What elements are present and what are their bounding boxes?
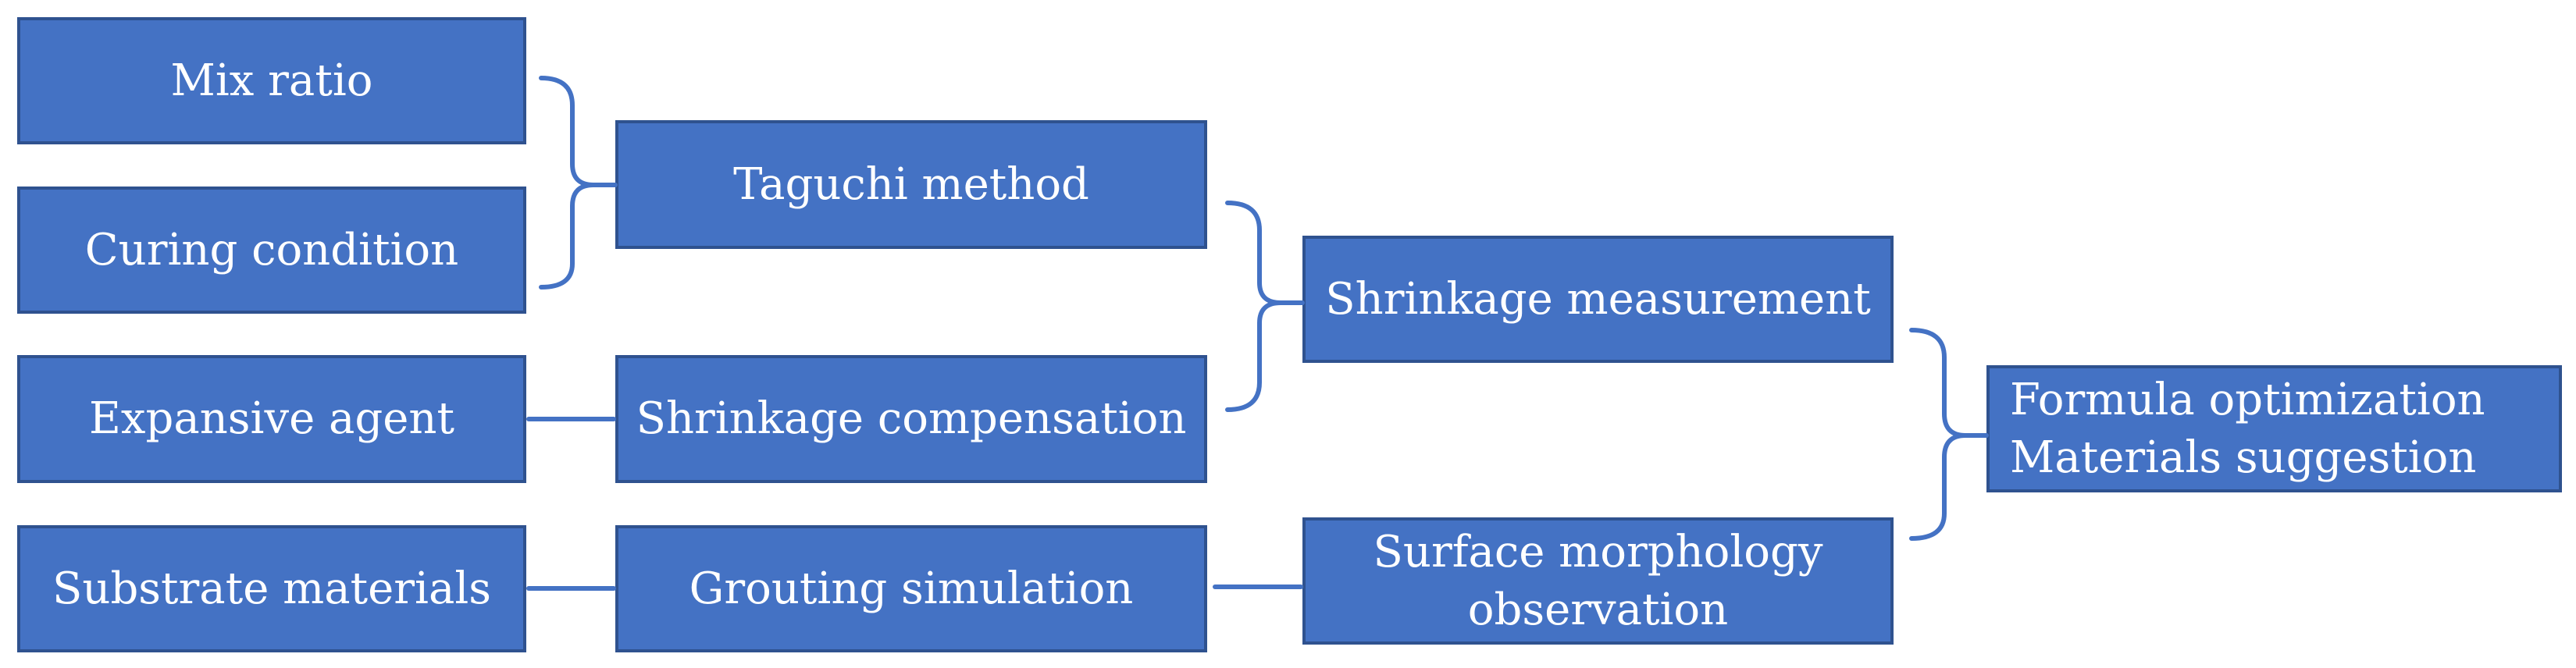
- curing-condition-label: Curing condition: [84, 224, 459, 275]
- outcome-box: Formula optimization Materials suggestio…: [1986, 365, 2562, 492]
- bracket-to-outcome: [1909, 328, 1968, 541]
- taguchi-method-box: Taguchi method: [615, 120, 1207, 249]
- grouting-simulation-label: Grouting simulation: [689, 563, 1134, 614]
- substrate-materials-box: Substrate materials: [17, 525, 526, 652]
- shrinkage-compensation-box: Shrinkage compensation: [615, 355, 1207, 483]
- mix-ratio-box: Mix ratio: [17, 17, 526, 144]
- curing-condition-box: Curing condition: [17, 187, 526, 314]
- mix-ratio-label: Mix ratio: [170, 55, 373, 106]
- shrinkage-measurement-label: Shrinkage measurement: [1325, 273, 1871, 325]
- grouting-simulation-box: Grouting simulation: [615, 525, 1207, 652]
- shrinkage-compensation-label: Shrinkage compensation: [636, 393, 1187, 444]
- surface-morphology-label-line1: Surface morphology: [1373, 526, 1823, 577]
- taguchi-method-label: Taguchi method: [733, 158, 1089, 210]
- bracket-inputs-to-taguchi: [539, 76, 596, 290]
- bracket-to-shrinkage-measurement: [1225, 201, 1283, 412]
- surface-morphology-label-line2: observation: [1467, 584, 1729, 635]
- substrate-materials-label: Substrate materials: [52, 563, 491, 614]
- expansive-agent-box: Expansive agent: [17, 355, 526, 483]
- materials-suggestion-label: Materials suggestion: [2010, 432, 2477, 483]
- surface-morphology-box: Surface morphology observation: [1302, 517, 1894, 645]
- shrinkage-measurement-box: Shrinkage measurement: [1302, 236, 1894, 363]
- formula-optimization-label: Formula optimization: [2010, 374, 2485, 425]
- expansive-agent-label: Expansive agent: [89, 393, 454, 444]
